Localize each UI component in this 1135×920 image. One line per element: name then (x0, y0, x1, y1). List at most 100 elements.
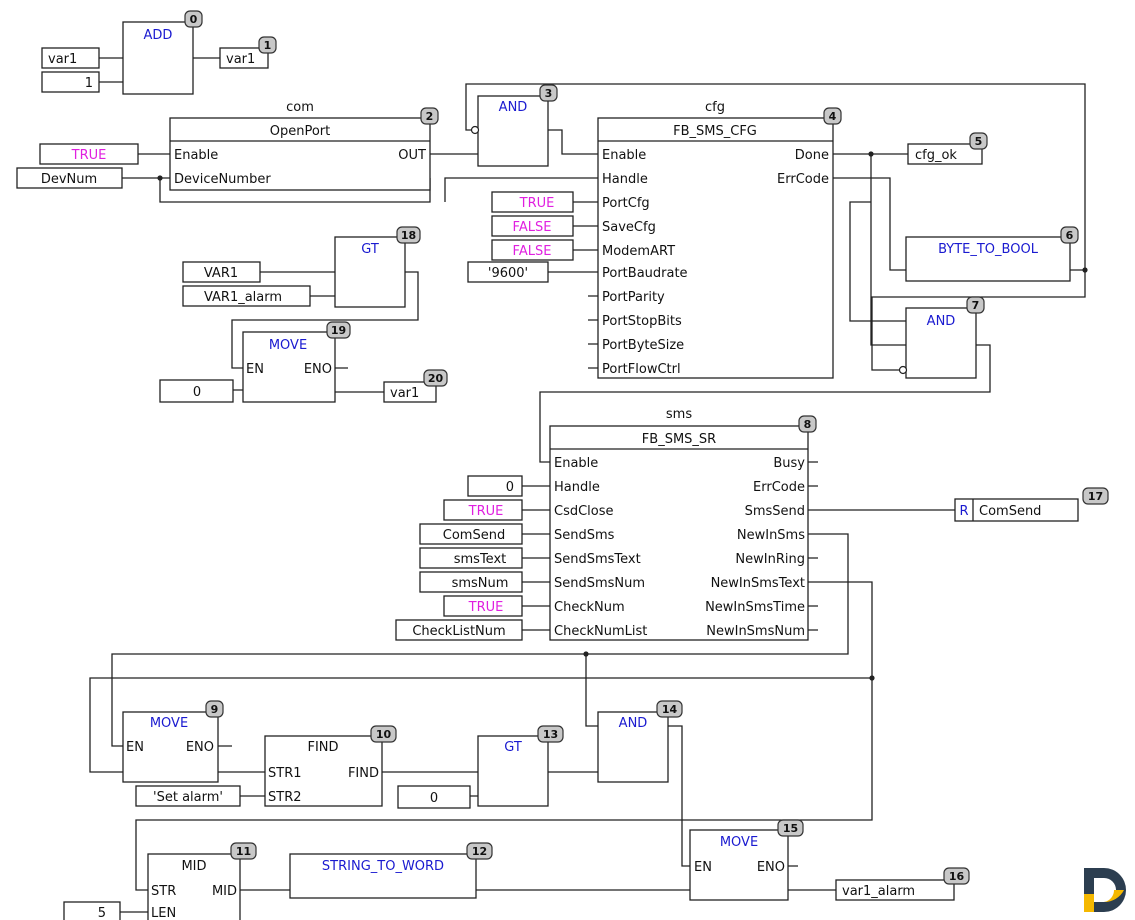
svg-text:7: 7 (972, 299, 980, 312)
const-portcfg[interactable]: TRUE (491, 191, 574, 213)
var-checklistnum[interactable]: CheckListNum (395, 619, 523, 641)
svg-text:SmsSend: SmsSend (745, 504, 805, 519)
var-cfg-ok[interactable]: cfg_ok 5 (907, 132, 988, 165)
svg-text:CheckListNum: CheckListNum (412, 624, 505, 639)
svg-text:TRUE: TRUE (468, 504, 504, 519)
move-block-15[interactable]: MOVE EN ENO 15 (689, 819, 804, 901)
svg-text:AND: AND (499, 100, 528, 115)
and-block-7[interactable]: AND 7 (898, 296, 985, 379)
var-smstext[interactable]: smsText (419, 547, 523, 569)
svg-text:PortBaudrate: PortBaudrate (602, 266, 688, 281)
cfg-block[interactable]: FB_SMS_CFG Enable Handle PortCfg SaveCfg… (597, 107, 842, 379)
svg-text:MID: MID (181, 859, 206, 874)
const-true-enable[interactable]: TRUE (39, 143, 139, 165)
svg-text:NewInSmsText: NewInSmsText (711, 576, 805, 591)
sms-block[interactable]: FB_SMS_SR Enable Handle CsdClose SendSms… (549, 415, 817, 641)
svg-text:smsNum: smsNum (452, 576, 509, 591)
move-block-19[interactable]: MOVE EN ENO 19 (242, 321, 351, 403)
svg-text:TRUE: TRUE (71, 148, 107, 163)
svg-text:ComSend: ComSend (443, 528, 505, 543)
string-to-word-block[interactable]: STRING_TO_WORD 12 (289, 842, 493, 899)
add-block[interactable]: ADD 0 (122, 10, 203, 95)
svg-text:cfg_ok: cfg_ok (915, 148, 957, 163)
svg-text:NewInSmsTime: NewInSmsTime (705, 600, 805, 615)
const-set-alarm[interactable]: 'Set alarm' (135, 785, 241, 807)
svg-text:1: 1 (264, 39, 272, 52)
svg-text:13: 13 (543, 728, 558, 741)
svg-text:20: 20 (428, 372, 444, 385)
svg-text:ModemART: ModemART (602, 244, 675, 259)
and-block-3[interactable]: AND 3 (470, 84, 558, 167)
var-smsnum[interactable]: smsNum (419, 571, 523, 593)
svg-text:0: 0 (193, 385, 201, 400)
svg-text:TRUE: TRUE (519, 196, 555, 211)
move-block-9[interactable]: MOVE EN ENO 9 (122, 700, 224, 783)
svg-text:ErrCode: ErrCode (753, 480, 805, 495)
var-var1-alarm-out[interactable]: var1_alarm 16 (835, 867, 970, 901)
cfg-instance: cfg (705, 100, 725, 115)
mid-block[interactable]: MID STR LEN MID 11 (147, 842, 257, 920)
var-var1-out[interactable]: var1 1 (219, 36, 277, 69)
sms-instance: sms (666, 407, 692, 422)
svg-text:CsdClose: CsdClose (554, 504, 614, 519)
svg-text:Handle: Handle (554, 480, 600, 495)
const-zero-gt13[interactable]: 0 (397, 785, 471, 809)
svg-text:6: 6 (1066, 229, 1074, 242)
and-block-14[interactable]: AND 14 (597, 700, 683, 783)
const-handle-zero[interactable]: 0 (467, 475, 523, 497)
svg-text:EN: EN (126, 740, 144, 755)
byte-to-bool-block[interactable]: BYTE_TO_BOOL 6 (905, 226, 1079, 282)
const-modemart[interactable]: FALSE (491, 239, 574, 261)
svg-text:3: 3 (545, 87, 553, 100)
svg-text:AND: AND (619, 716, 648, 731)
var-comsend-in[interactable]: ComSend (419, 523, 523, 545)
svg-text:16: 16 (949, 870, 965, 883)
svg-text:NewInSms: NewInSms (737, 528, 805, 543)
svg-text:STR1: STR1 (268, 766, 302, 781)
var-var1-move19[interactable]: var1 20 (383, 369, 448, 403)
svg-text:PortByteSize: PortByteSize (602, 338, 684, 353)
var-var1-in[interactable]: var1 (41, 47, 100, 69)
svg-text:Enable: Enable (174, 148, 218, 163)
svg-text:1: 1 (85, 76, 93, 91)
var-VAR1[interactable]: VAR1 (182, 261, 261, 283)
find-block[interactable]: FIND STR1 STR2 FIND 10 (264, 725, 397, 807)
openport-block[interactable]: OpenPort Enable DeviceNumber OUT 2 (169, 107, 439, 191)
svg-text:17: 17 (1088, 490, 1103, 503)
svg-text:ENO: ENO (304, 362, 332, 377)
svg-text:PortFlowCtrl: PortFlowCtrl (602, 362, 681, 377)
add-block-badge: 0 (190, 13, 198, 26)
svg-text:FB_SMS_SR: FB_SMS_SR (642, 432, 716, 447)
const-one[interactable]: 1 (41, 71, 100, 93)
const-checknum[interactable]: TRUE (443, 595, 523, 617)
svg-text:FIND: FIND (307, 740, 338, 755)
brand-logo-icon (1084, 868, 1126, 912)
const-five[interactable]: 5 (63, 901, 121, 920)
svg-text:MOVE: MOVE (269, 338, 307, 353)
svg-text:PortStopBits: PortStopBits (602, 314, 682, 329)
svg-text:MOVE: MOVE (720, 835, 758, 850)
var-devnum[interactable]: DevNum (16, 167, 123, 189)
svg-text:ComSend: ComSend (979, 504, 1041, 519)
svg-text:8: 8 (804, 418, 812, 431)
gt-block-13[interactable]: GT 13 (477, 725, 564, 807)
const-savecfg[interactable]: FALSE (491, 215, 574, 237)
svg-text:19: 19 (331, 324, 346, 337)
svg-text:AND: AND (927, 314, 956, 329)
const-csdclose[interactable]: TRUE (443, 499, 523, 521)
const-baudrate[interactable]: '9600' (467, 261, 549, 283)
var-VAR1-alarm[interactable]: VAR1_alarm (182, 285, 311, 307)
svg-text:SaveCfg: SaveCfg (602, 220, 656, 235)
openport-title: OpenPort (270, 124, 331, 139)
svg-text:0: 0 (506, 480, 514, 495)
gt-block-18[interactable]: GT 18 (334, 226, 421, 308)
svg-text:SendSms: SendSms (554, 528, 615, 543)
var-comsend-out[interactable]: R ComSend 17 (954, 487, 1109, 522)
const-zero-move19[interactable]: 0 (159, 379, 234, 403)
junctions (157, 151, 1088, 681)
svg-text:FB_SMS_CFG: FB_SMS_CFG (673, 124, 757, 139)
svg-text:11: 11 (236, 845, 251, 858)
svg-text:FIND: FIND (348, 766, 379, 781)
svg-text:VAR1_alarm: VAR1_alarm (204, 290, 282, 305)
